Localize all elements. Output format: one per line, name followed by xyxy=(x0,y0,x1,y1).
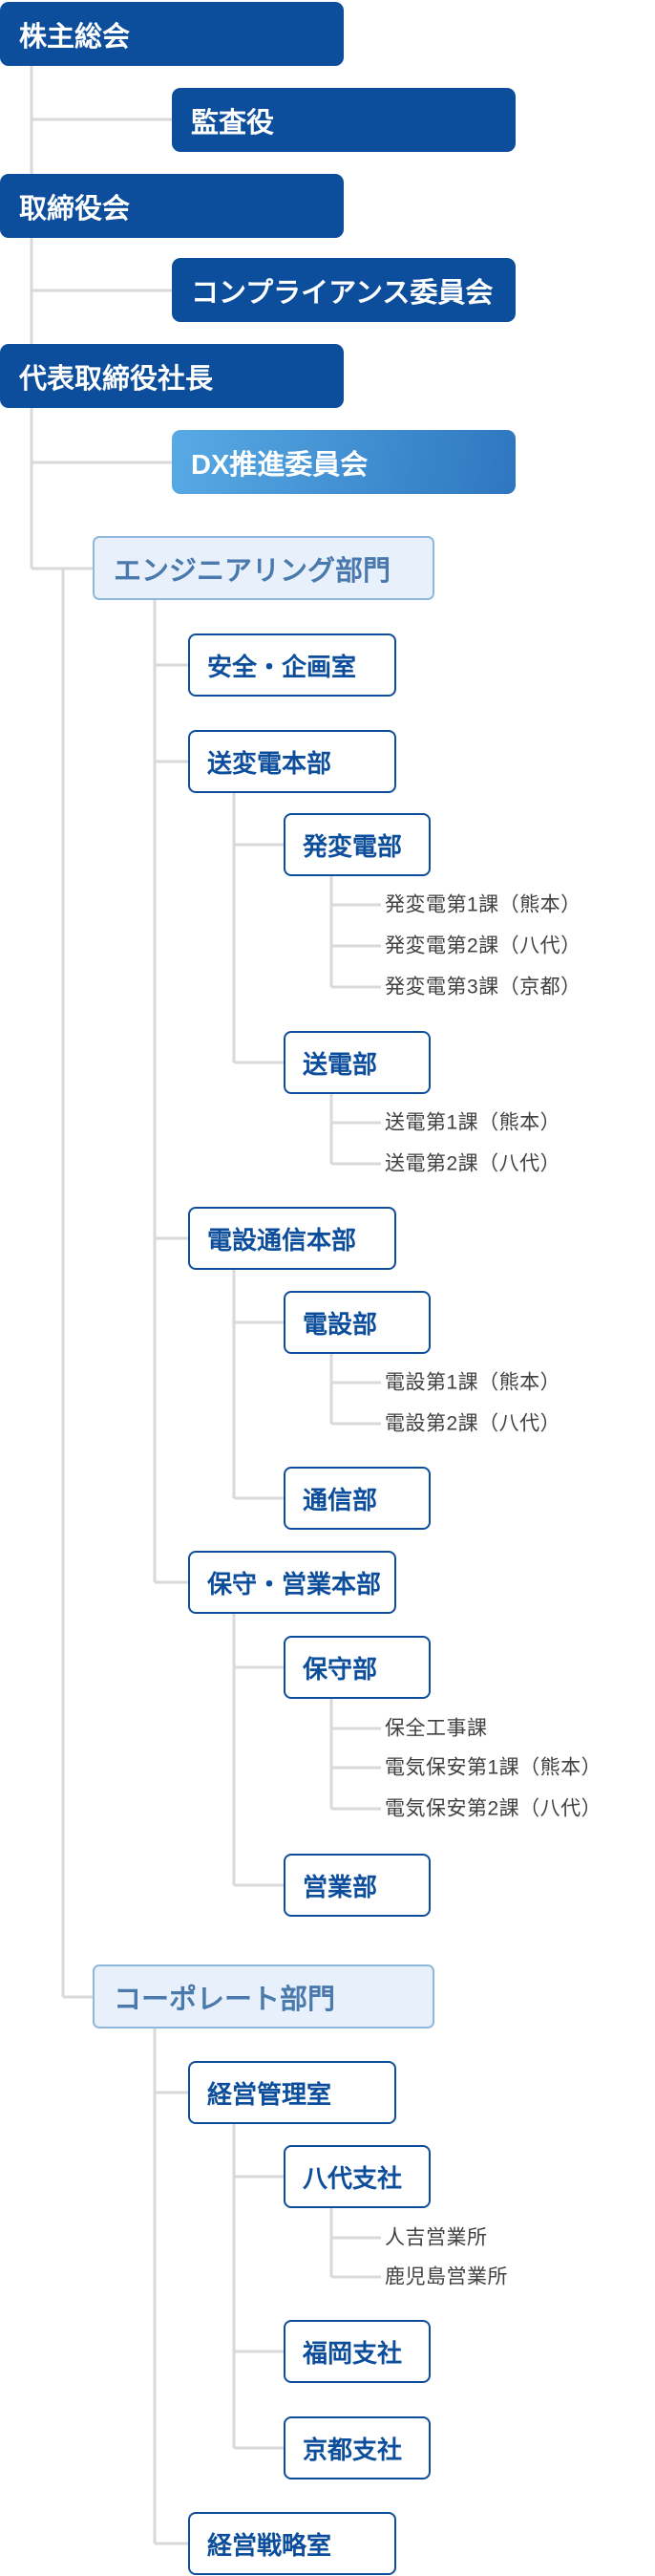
node-dx-committee: DX推進委員会 xyxy=(172,430,516,494)
node-transmission-hq: 送変電本部 xyxy=(188,730,396,793)
leaf-electrical-sec-2: 電設第2課（八代） xyxy=(385,1412,561,1435)
node-yatsushiro-branch: 八代支社 xyxy=(284,2145,431,2208)
node-board-of-directors: 取締役会 xyxy=(0,174,344,238)
node-power-line-dept: 送電部 xyxy=(284,1031,431,1094)
leaf-electrical-safety-sec-1: 電気保安第1課（熊本） xyxy=(385,1756,602,1779)
leaf-electrical-sec-1: 電設第1課（熊本） xyxy=(385,1371,561,1394)
leaf-electrical-safety-sec-2: 電気保安第2課（八代） xyxy=(385,1797,602,1820)
node-power-substation-dept: 発変電部 xyxy=(284,813,431,876)
leaf-power-substation-sec-2: 発変電第2課（八代） xyxy=(385,934,581,957)
node-shareholders-meeting: 株主総会 xyxy=(0,2,344,66)
node-telecom-dept: 通信部 xyxy=(284,1467,431,1530)
node-compliance-committee: コンプライアンス委員会 xyxy=(172,258,516,322)
leaf-power-line-sec-1: 送電第1課（熊本） xyxy=(385,1111,561,1134)
node-electrical-dept: 電設部 xyxy=(284,1291,431,1354)
node-management-office: 経営管理室 xyxy=(188,2061,396,2124)
node-electrical-telecom-hq: 電設通信本部 xyxy=(188,1207,396,1270)
node-kyoto-branch: 京都支社 xyxy=(284,2416,431,2479)
leaf-power-substation-sec-3: 発変電第3課（京都） xyxy=(385,976,581,998)
node-corporate-division: コーポレート部門 xyxy=(93,1964,434,2029)
leaf-power-line-sec-2: 送電第2課（八代） xyxy=(385,1152,561,1175)
node-auditor: 監査役 xyxy=(172,88,516,152)
leaf-maintenance-works-sec: 保全工事課 xyxy=(385,1717,488,1740)
node-strategy-office: 経営戦略室 xyxy=(188,2512,396,2575)
leaf-hitoyoshi-office: 人吉営業所 xyxy=(385,2226,488,2249)
node-president: 代表取締役社長 xyxy=(0,344,344,408)
node-engineering-division: エンジニアリング部門 xyxy=(93,536,434,600)
leaf-kagoshima-office: 鹿児島営業所 xyxy=(385,2265,508,2288)
node-maintenance-dept: 保守部 xyxy=(284,1636,431,1699)
node-sales-dept: 営業部 xyxy=(284,1854,431,1917)
leaf-power-substation-sec-1: 発変電第1課（熊本） xyxy=(385,893,581,916)
node-maintenance-sales-hq: 保守・営業本部 xyxy=(188,1551,396,1614)
node-safety-planning-office: 安全・企画室 xyxy=(188,633,396,697)
node-fukuoka-branch: 福岡支社 xyxy=(284,2320,431,2383)
